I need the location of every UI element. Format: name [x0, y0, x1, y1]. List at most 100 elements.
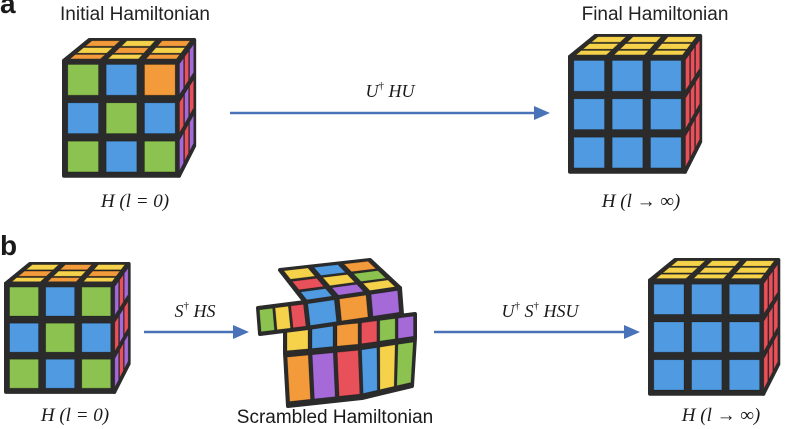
cube-right-b-front-sticker	[728, 321, 760, 353]
scr-mid-right-sticker	[361, 320, 378, 345]
arrow-b1	[144, 325, 249, 339]
cube-right-b-front-sticker	[728, 283, 760, 315]
cube-initial-top-sticker	[120, 40, 156, 47]
cube-initial-front-sticker	[67, 102, 99, 134]
arrow-b2-label-dagger1: †	[514, 300, 521, 312]
final-caption: H (l → ∞)	[601, 191, 681, 212]
cube-left-b-right-sticker	[119, 274, 124, 309]
arrow-b2-label-s: S	[520, 301, 534, 321]
cube-final-front-sticker	[573, 60, 605, 92]
cube-final-top-sticker	[619, 43, 656, 50]
cube-left-b-right-sticker	[123, 334, 129, 370]
cube-left-b-top-sticker	[59, 264, 93, 271]
cube-left-b-front-sticker	[9, 358, 39, 389]
scr-bottom-right-sticker	[379, 344, 396, 391]
cube-final-front-sticker	[573, 98, 605, 130]
cube-final-right-sticker	[690, 83, 696, 121]
cube-left-b-top-sticker	[93, 264, 126, 271]
cube-left-b-right-sticker	[114, 351, 119, 388]
cube-right-b-right-sticker	[768, 306, 774, 343]
cube-left-b-right-sticker	[123, 267, 129, 301]
cube-right-b-top-sticker	[662, 267, 699, 274]
cube-final-right-sticker	[685, 53, 690, 91]
cube-final-right-sticker	[695, 75, 701, 112]
cube-left-b-top-sticker	[25, 264, 60, 271]
final-hamiltonian-title: Final Hamiltonian	[581, 4, 729, 25]
cube-left-b-front-sticker	[81, 358, 112, 389]
cube-initial-right-sticker	[189, 43, 195, 80]
caption-scrambled: Scrambled Hamiltonian	[236, 407, 434, 428]
initial-hamiltonian-title: Initial Hamiltonian	[60, 4, 210, 25]
cube-final-right-sticker	[685, 91, 690, 129]
cube-final-front-sticker	[650, 98, 682, 130]
scr-top-sticker	[283, 267, 316, 280]
cube-final-top-sticker	[582, 43, 619, 50]
scr-toplayer-left-sticker	[274, 305, 291, 331]
scr-top-sticker	[353, 270, 387, 282]
cube-left-b-front-sticker	[9, 322, 39, 353]
cube-initial-top-sticker	[150, 47, 186, 54]
arrow-b1-label-s: S	[174, 301, 184, 321]
cube-right-b-right-sticker	[773, 298, 779, 335]
cube-initial-right-sticker	[189, 79, 195, 116]
cube-initial-front-sticker	[105, 64, 138, 96]
cube-final-front-sticker	[573, 136, 605, 169]
arrow-b2-label: U† S† HSU	[470, 300, 610, 322]
scr-bottom-right-sticker	[361, 347, 378, 394]
cube-left-b-front-sticker	[81, 322, 112, 353]
cube-right-b	[648, 258, 781, 396]
cube-left-b-top-sticker	[52, 270, 87, 277]
cube-final-top-sticker	[590, 36, 627, 43]
cube-initial-front-sticker	[105, 102, 138, 134]
cube-right-b-right-sticker	[773, 333, 779, 370]
cube-final-front-sticker	[611, 98, 644, 130]
scr-mid-right-sticker	[379, 318, 396, 342]
cube-left-b	[4, 262, 131, 394]
cube-right-b-front-sticker	[653, 283, 685, 315]
cube-right-b-right-sticker	[763, 314, 769, 352]
arrow-b1-label-rest: HS	[189, 301, 216, 321]
cube-initial-right-sticker	[179, 132, 184, 172]
cube-left-b-right-sticker	[114, 280, 119, 316]
cube-right-b-right-sticker	[763, 351, 769, 390]
cube-initial-right-sticker	[184, 87, 190, 125]
cube-final-top-sticker	[626, 36, 662, 43]
cube-left-b-front-sticker	[45, 286, 75, 317]
cube-final-front-sticker	[650, 136, 682, 169]
cube-final-right-sticker	[695, 110, 701, 148]
cube-initial-top-sticker	[156, 40, 191, 47]
arrow-b2-label-u: U	[501, 301, 515, 321]
scr-top-sticker	[313, 264, 346, 276]
cube-initial-top-sticker	[113, 47, 150, 54]
cube-final-front-sticker	[650, 60, 682, 92]
arrow-a-label-rest: HU	[384, 81, 415, 101]
arrow-b1-label-dagger: †	[183, 300, 190, 312]
cube-initial-right-sticker	[189, 114, 195, 152]
caption-right-b: H (l → ∞)	[681, 405, 761, 426]
panel-label-b: b	[0, 230, 18, 261]
cube-right-b-front-sticker	[653, 359, 685, 391]
scr-top-sticker	[291, 277, 325, 291]
arrow-a-label: U† HU	[330, 80, 450, 102]
scr-toplayer-front-sticker	[370, 290, 400, 317]
arrow-a-label-u: U	[365, 81, 379, 101]
cube-initial-front-sticker	[67, 64, 99, 96]
cube-initial-front-sticker	[144, 64, 176, 96]
cube-final-front-sticker	[611, 136, 644, 169]
cube-right-b-right-sticker	[768, 342, 774, 380]
cube-initial-front-sticker	[144, 140, 176, 173]
scr-toplayer-front-sticker	[307, 299, 338, 326]
cube-right-b-top-sticker	[735, 267, 770, 274]
cube-left-b-top-sticker	[87, 270, 121, 277]
scr-toplayer-left-sticker	[258, 307, 275, 333]
panel-label-a: a	[0, 0, 16, 19]
cube-right-b-top-sticker	[699, 267, 734, 274]
scr-toplayer-front-sticker	[338, 294, 369, 322]
cube-right-b-front-sticker	[691, 321, 723, 353]
cube-initial-right-sticker	[184, 123, 190, 162]
cube-initial-front-sticker	[105, 140, 138, 173]
arrow-b2-label-dagger2: †	[533, 300, 540, 312]
cube-right-b-top-sticker	[741, 260, 775, 267]
cube-final-right-sticker	[695, 39, 701, 76]
cube-initial-right-sticker	[184, 50, 190, 87]
